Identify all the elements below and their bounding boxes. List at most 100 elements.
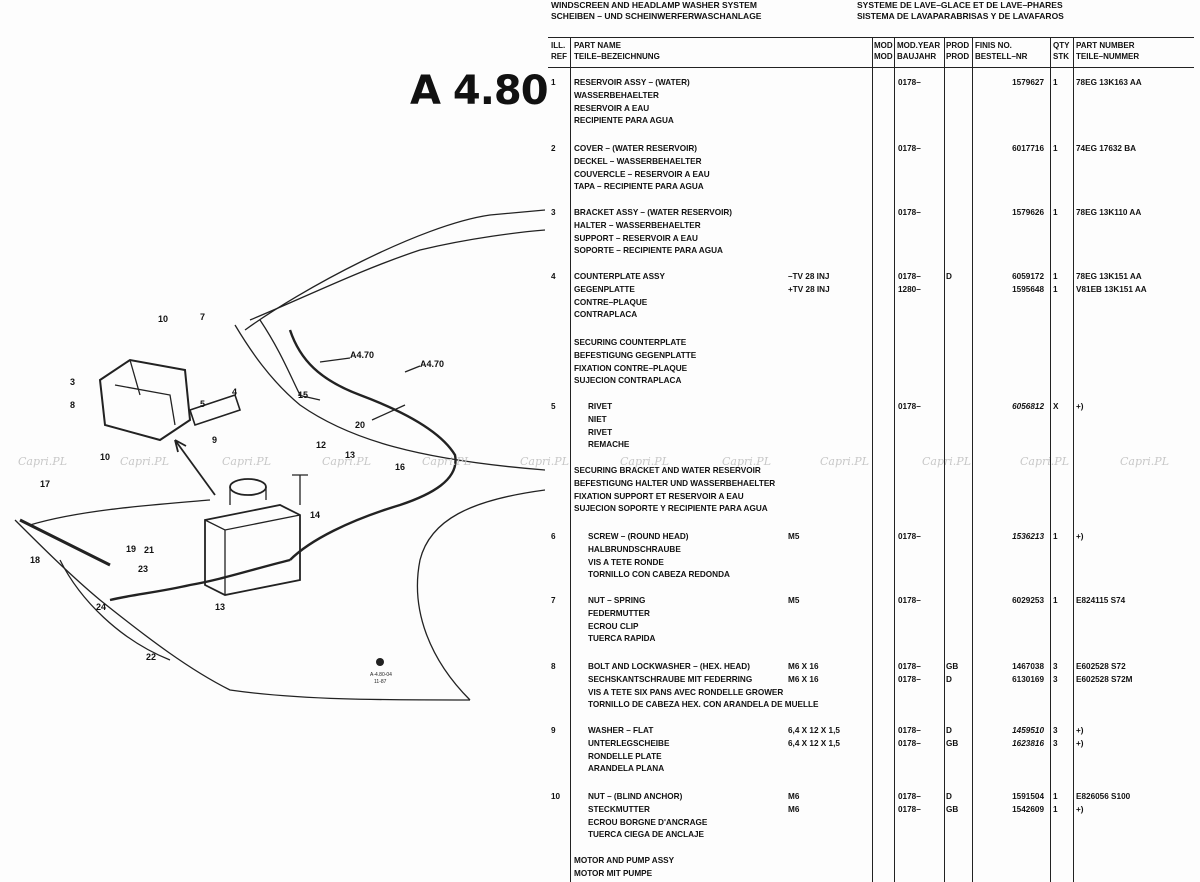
part-name-line: STECKMUTTER bbox=[588, 804, 650, 814]
col-label: PART NUMBER bbox=[1076, 41, 1135, 50]
table-rule bbox=[548, 67, 1194, 68]
section-title-fr-es: SYSTEME DE LAVE–GLACE ET DE LAVE–PHARES … bbox=[857, 0, 1064, 22]
mod-year: 0178–0178– bbox=[898, 725, 921, 751]
spec-note-line: M6 X 16 bbox=[788, 674, 819, 684]
spec-note-line: M5 bbox=[788, 532, 800, 541]
quantity-line: 3 bbox=[1053, 726, 1058, 735]
finis-number: 1579626 bbox=[968, 207, 1044, 220]
quantity-line: 1 bbox=[1053, 144, 1058, 153]
callout-13: 13 bbox=[345, 450, 355, 460]
mod-year: 0178– bbox=[898, 531, 921, 544]
callout-21: 21 bbox=[144, 545, 154, 555]
mod-year: 0178–0178– bbox=[898, 661, 921, 687]
part-number-line: +) bbox=[1076, 726, 1084, 735]
quantity: 1 bbox=[1053, 143, 1058, 156]
col-mod-year: MOD.YEAR BAUJAHR bbox=[897, 40, 940, 62]
callout-24: 24 bbox=[96, 602, 106, 612]
part-name: COVER – (WATER RESERVOIR)DECKEL – WASSER… bbox=[574, 143, 710, 194]
ill-ref-line: 5 bbox=[551, 402, 556, 411]
ill-ref-line: 7 bbox=[551, 596, 556, 605]
mod-year-line: 0178– bbox=[898, 662, 921, 671]
col-part-number: PART NUMBER TEILE–NUMMER bbox=[1076, 40, 1139, 62]
part-number-line: 78EG 13K110 AA bbox=[1076, 208, 1142, 217]
col-finis-no: FINIS NO. BESTELL–NR bbox=[975, 40, 1027, 62]
table-rule bbox=[1050, 37, 1051, 882]
watermark: Capri.PL bbox=[620, 455, 669, 468]
part-name-line: NUT – (BLIND ANCHOR) bbox=[588, 792, 683, 801]
prod: GB D bbox=[946, 661, 958, 687]
part-name: NUT – (BLIND ANCHOR) STECKMUTTER ECROU BOR… bbox=[588, 791, 707, 842]
col-label: MOD bbox=[874, 41, 893, 50]
prod-line: D bbox=[946, 674, 952, 684]
part-number: +) bbox=[1076, 531, 1084, 544]
part-name-line: TUERCA CIEGA DE ANCLAJE bbox=[588, 830, 704, 840]
ill-ref-line: 1 bbox=[551, 78, 556, 87]
callout-23: 23 bbox=[138, 564, 148, 574]
col-label: TEILE–BEZEICHNUNG bbox=[574, 52, 660, 61]
finis-number-line: 6017716 bbox=[1012, 144, 1044, 153]
callout-18: 18 bbox=[30, 555, 40, 565]
ill-ref-line: 10 bbox=[551, 792, 561, 801]
spec-note-line: M6 bbox=[788, 804, 800, 814]
part-number-line: +) bbox=[1076, 402, 1084, 411]
col-part-name: PART NAME TEILE–BEZEICHNUNG bbox=[574, 40, 660, 62]
col-label: STK bbox=[1053, 52, 1069, 61]
part-name-line: BRACKET ASSY – (WATER RESERVOIR) bbox=[574, 208, 733, 217]
callout-8: 8 bbox=[70, 400, 75, 410]
mod-year-line: 0178– bbox=[898, 144, 921, 153]
col-label: ILL. bbox=[551, 41, 566, 50]
table-rule bbox=[894, 37, 895, 882]
quantity: 1 bbox=[1053, 77, 1058, 90]
part-name-line: UNTERLEGSCHEIBE bbox=[588, 738, 670, 748]
part-name-line: ECROU BORGNE D'ANCRAGE bbox=[588, 817, 708, 827]
table-rule bbox=[944, 37, 945, 882]
ill-ref: 4 bbox=[551, 271, 556, 284]
spec-note-line: M6 bbox=[788, 792, 800, 801]
col-label: PART NAME bbox=[574, 41, 621, 50]
title-line: WINDSCREEN AND HEADLAMP WASHER SYSTEM bbox=[551, 0, 757, 10]
callout-3: 3 bbox=[70, 377, 75, 387]
ill-ref-line: 6 bbox=[551, 532, 556, 541]
quantity-line: 1 bbox=[1053, 208, 1058, 217]
mod-year-line: 0178– bbox=[898, 272, 921, 281]
exploded-parts-diagram: 10 7 3 8 10 4 5 9 12 13 15 16 20 17 18 1… bbox=[0, 0, 545, 882]
mod-year: 0178– bbox=[898, 595, 921, 608]
mod-year: 0178– bbox=[898, 143, 921, 156]
finis-number-line: 1591504 bbox=[1012, 792, 1044, 801]
finis-number: 1579627 bbox=[968, 77, 1044, 90]
spec-note-line: 6,4 X 12 X 1,5 bbox=[788, 738, 840, 748]
quantity: 1 bbox=[1053, 207, 1058, 220]
part-name-line: ARANDELA PLANA bbox=[588, 764, 665, 774]
watermark: Capri.PL bbox=[1020, 455, 1069, 468]
ill-ref: 6 bbox=[551, 531, 556, 544]
col-label: REF bbox=[551, 52, 567, 61]
part-number-line: V81EB 13K151 AA bbox=[1076, 284, 1147, 294]
finis-number-line: 6059172 bbox=[1012, 272, 1044, 281]
part-name-line: RECIPIENTE PARA AGUA bbox=[574, 116, 674, 126]
ill-ref: 3 bbox=[551, 207, 556, 220]
part-number: E824115 S74 bbox=[1076, 595, 1125, 608]
part-name-line: RIVET bbox=[588, 402, 613, 411]
col-label: PROD bbox=[946, 41, 970, 50]
part-name-line: RESERVOIR A EAU bbox=[574, 103, 650, 113]
callout-16: 16 bbox=[395, 462, 405, 472]
table-rule bbox=[972, 37, 973, 882]
quantity-line: 1 bbox=[1053, 596, 1058, 605]
part-name-line: MOTOR AND PUMP ASSY bbox=[574, 856, 675, 865]
part-name-line: FIXATION SUPPORT ET RESERVOIR A EAU bbox=[574, 491, 744, 501]
part-name-line: GEGENPLATTE bbox=[574, 284, 635, 294]
ill-ref-line: 9 bbox=[551, 726, 556, 735]
prod-line: GB bbox=[946, 738, 959, 748]
ill-ref: 1 bbox=[551, 77, 556, 90]
mod-year-line: 0178– bbox=[898, 792, 921, 801]
prod-line: GB bbox=[946, 662, 959, 671]
